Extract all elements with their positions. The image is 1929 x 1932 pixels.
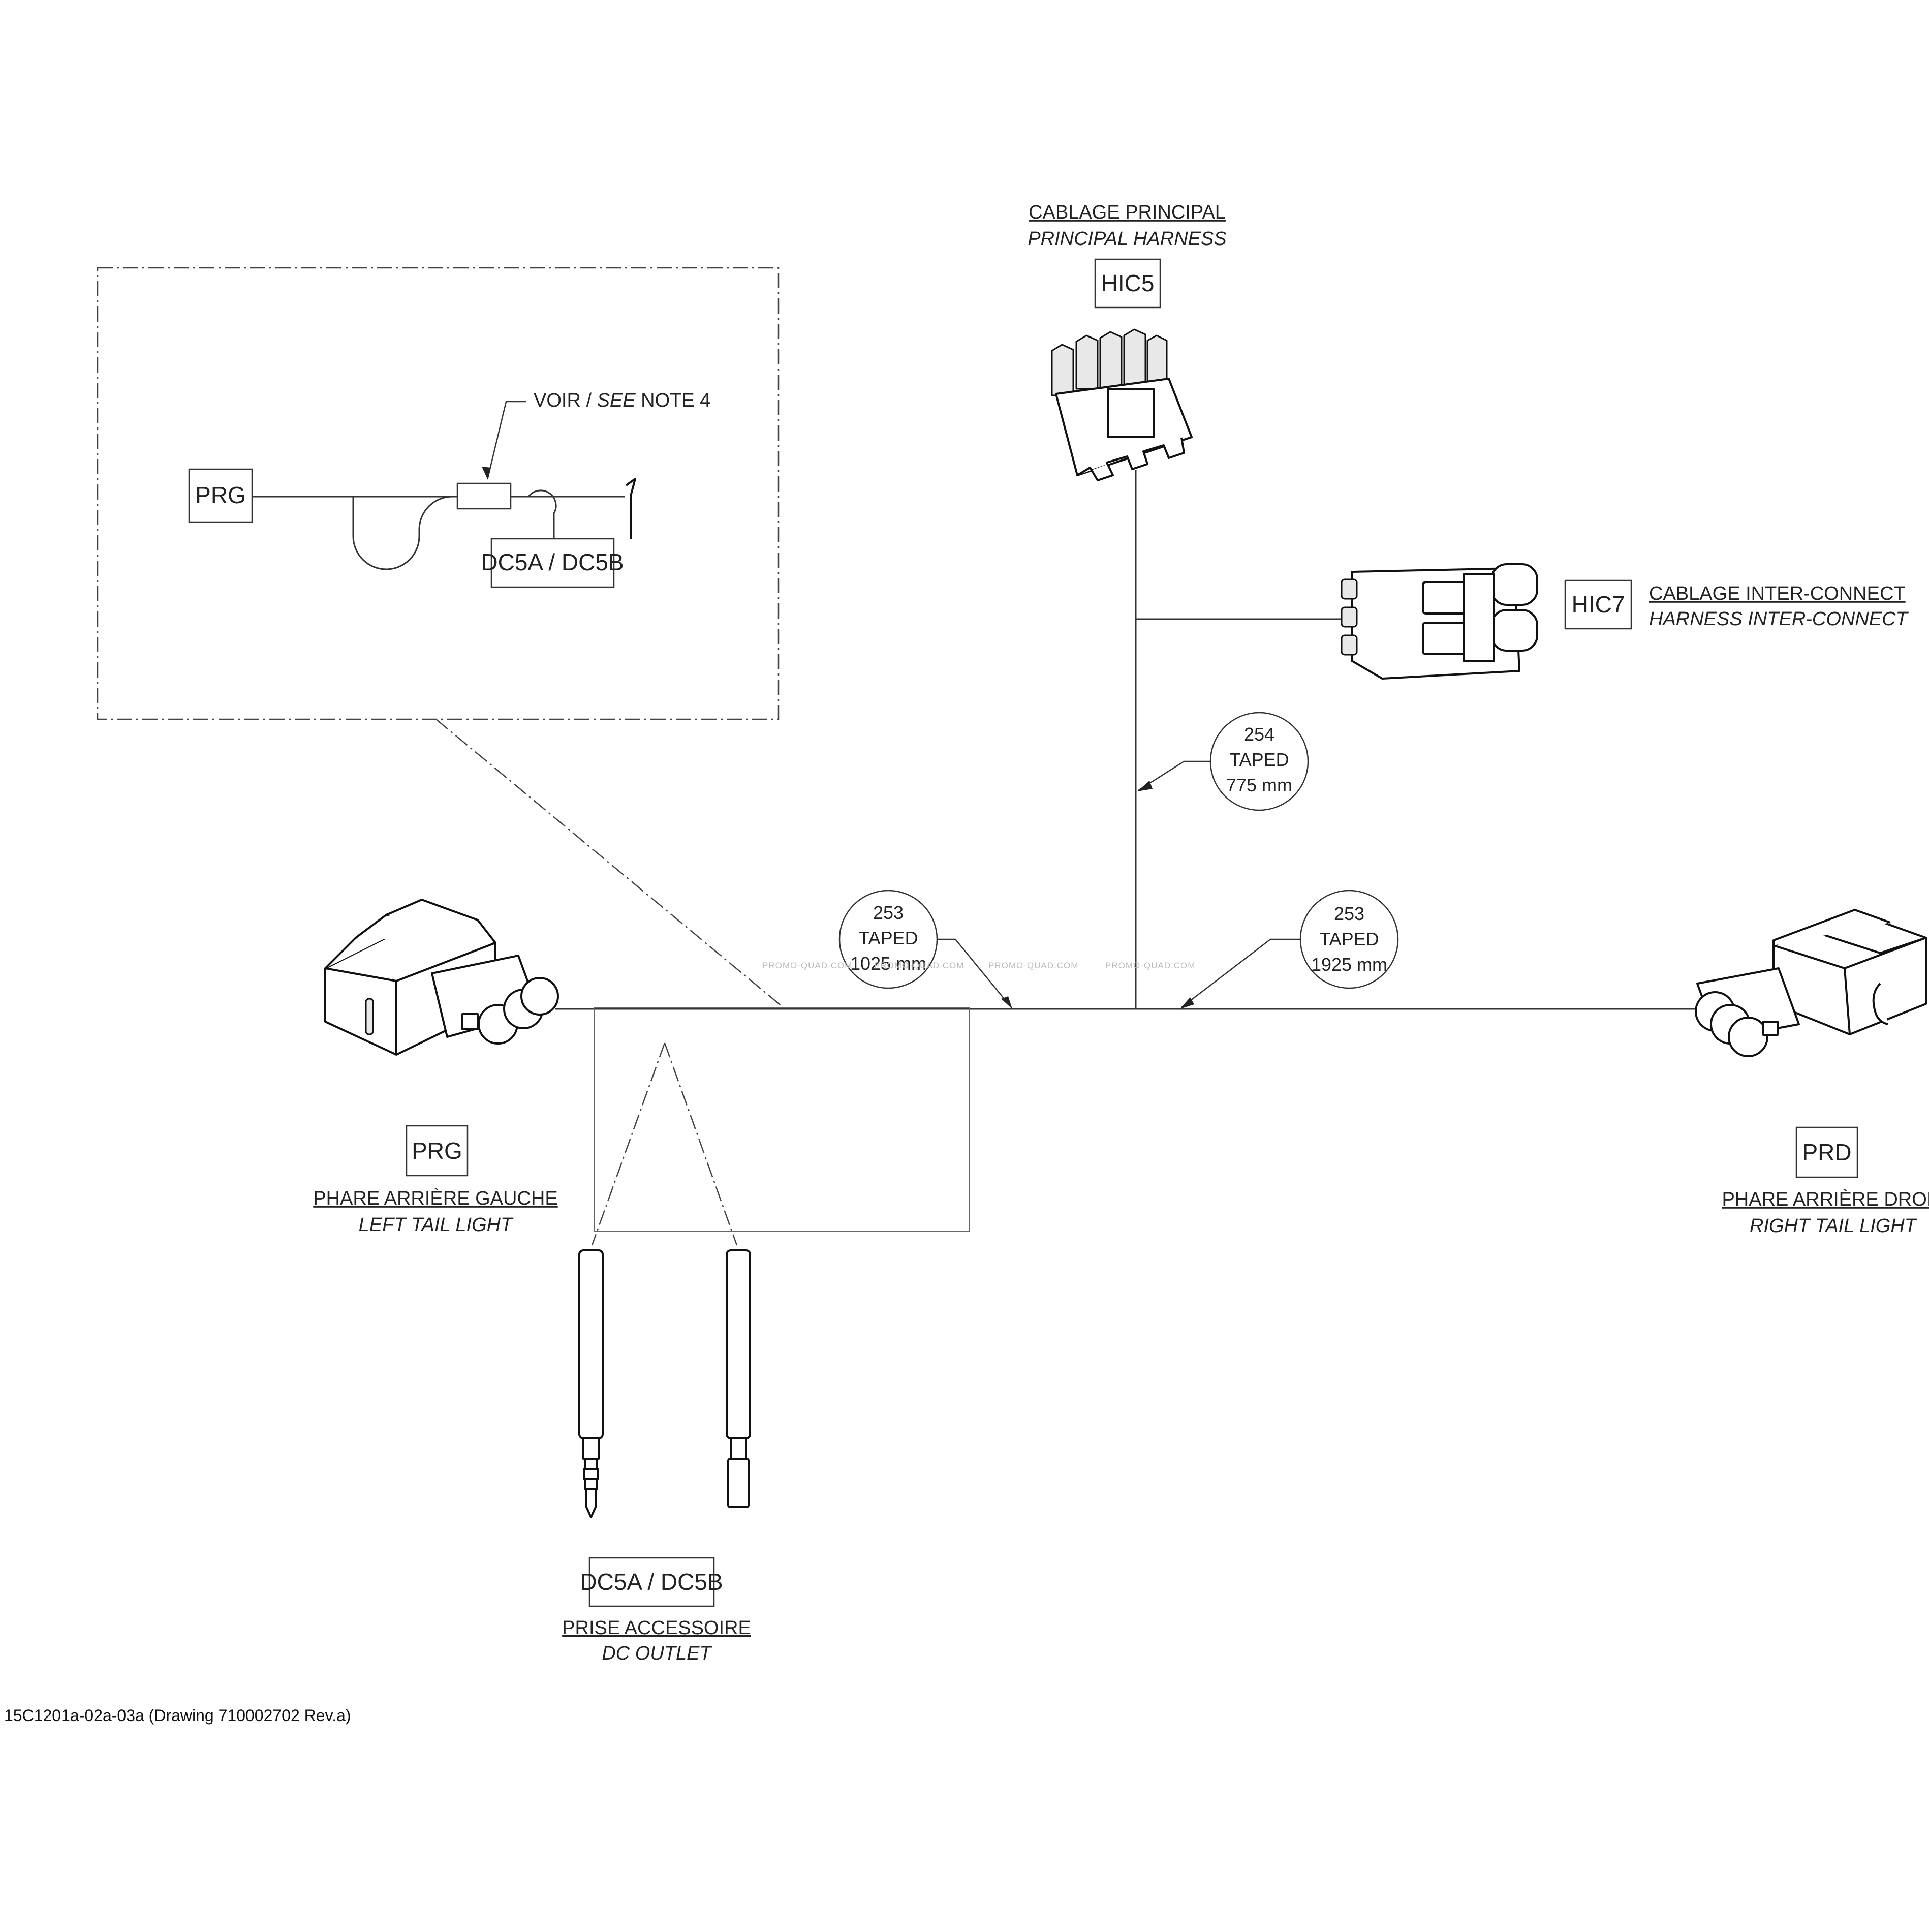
detail-dc-code: DC5A / DC5B	[481, 549, 624, 575]
hic7-box	[1564, 579, 1632, 630]
segment-253a-number: 253	[873, 902, 904, 923]
segment-253b-leader	[1181, 938, 1300, 1008]
dc-code: DC5A / DC5B	[580, 1569, 723, 1595]
prg-name-fr: PHARE ARRIÈRE GAUCHE	[313, 1187, 557, 1209]
prg-plug-icon	[324, 899, 559, 1056]
segment-callout-253-left: 253 TAPED 1025 mm	[838, 890, 1012, 1009]
drawing-reference: 15C1201a-02a-03a (Drawing 710002702 Rev.…	[4, 1706, 351, 1725]
hic5-code: HIC5	[1101, 270, 1155, 296]
prg-name-en: LEFT TAIL LIGHT	[359, 1214, 514, 1236]
dc-name-en: DC OUTLET	[602, 1643, 712, 1664]
dc-leader-right	[664, 1042, 738, 1246]
prg-code: PRG	[412, 1138, 462, 1164]
segment-253b-length: 1925 mm	[1311, 954, 1387, 975]
hic5-name-fr: CABLAGE PRINCIPAL	[1029, 202, 1226, 223]
segment-254-finish: TAPED	[1229, 749, 1289, 770]
detail-terminal-icon	[625, 478, 636, 539]
dc-zone-frame	[594, 1007, 970, 1232]
segment-254-length: 775 mm	[1226, 775, 1292, 795]
dc-box	[588, 1557, 715, 1607]
hic7-code: HIC7	[1572, 591, 1625, 618]
hic5-plug-icon	[1051, 328, 1193, 481]
watermark: PROMO-QUAD.COM	[1105, 961, 1195, 970]
detail-frame	[97, 267, 780, 720]
segment-254-number: 254	[1244, 724, 1274, 745]
dc-lead-left-icon	[578, 1249, 604, 1518]
harness	[555, 470, 1697, 1010]
segment-254-arrow-icon	[1137, 781, 1153, 791]
detail-note-leader	[487, 401, 526, 478]
detail-prg-box	[188, 468, 253, 523]
segment-253a-finish: TAPED	[858, 928, 918, 948]
hic7-connector: HIC7 CABLAGE INTER-CONNECT HARNESS INTER…	[1341, 563, 1909, 680]
dc-outlet-zone: DC5A / DC5B PRISE ACCESSOIRE DC OUTLET	[562, 1007, 970, 1664]
hic5-connector: CABLAGE PRINCIPAL PRINCIPAL HARNESS HIC5	[1028, 202, 1227, 481]
watermark: PROMO-QUAD.COM	[874, 961, 964, 970]
detail-prg-code: PRG	[195, 482, 246, 508]
hic7-name-en: HARNESS INTER-CONNECT	[1649, 608, 1909, 630]
dc-name-fr: PRISE ACCESSOIRE	[562, 1617, 751, 1639]
hic5-box	[1094, 258, 1161, 309]
prd-code: PRD	[1802, 1139, 1851, 1166]
detail-inset: PRG DC5A / DC5B VOIR / SEE NOTE 4	[97, 267, 780, 720]
prd-connector: PRD PHARE ARRIÈRE DROIT RIGHT TAIL LIGHT	[1695, 909, 1929, 1237]
prg-box	[406, 1125, 469, 1177]
segment-253b-finish: TAPED	[1319, 929, 1379, 949]
hic5-name-en: PRINCIPAL HARNESS	[1028, 228, 1226, 250]
segment-253a-leader	[937, 938, 1012, 1008]
hic7-plug-icon	[1341, 563, 1538, 680]
watermark: PROMO-QUAD.COM	[988, 961, 1078, 970]
segment-254-leader	[1138, 760, 1210, 791]
segment-253b-arrow-icon	[1180, 997, 1194, 1009]
detail-dc-box	[490, 538, 615, 588]
segment-253b-number: 253	[1334, 903, 1364, 924]
segment-253a-length: 1025 mm	[850, 953, 926, 974]
prg-connector: PRG PHARE ARRIÈRE GAUCHE LEFT TAIL LIGHT	[313, 899, 559, 1236]
watermark: PROMO-QUAD.COM	[762, 961, 852, 970]
prd-name-en: RIGHT TAIL LIGHT	[1750, 1215, 1918, 1237]
detail-splice	[456, 482, 512, 510]
dc-leader-left	[591, 1042, 666, 1246]
hic7-name-fr: CABLAGE INTER-CONNECT	[1649, 583, 1906, 604]
prd-plug-icon	[1695, 909, 1927, 1057]
segment-253a-arrow-icon	[1001, 996, 1012, 1009]
prd-name-fr: PHARE ARRIÈRE DROIT	[1722, 1188, 1929, 1210]
dc-lead-right-icon	[726, 1249, 751, 1508]
prd-box	[1795, 1126, 1858, 1178]
detail-note-arrow-icon	[482, 467, 491, 480]
segment-callout-253-right: 253 TAPED 1925 mm	[1180, 890, 1399, 1009]
segment-callout-254: 254 TAPED 775 mm	[1137, 712, 1309, 811]
detail-wire-loop	[352, 489, 557, 570]
detail-note: VOIR / SEE NOTE 4	[534, 390, 710, 411]
